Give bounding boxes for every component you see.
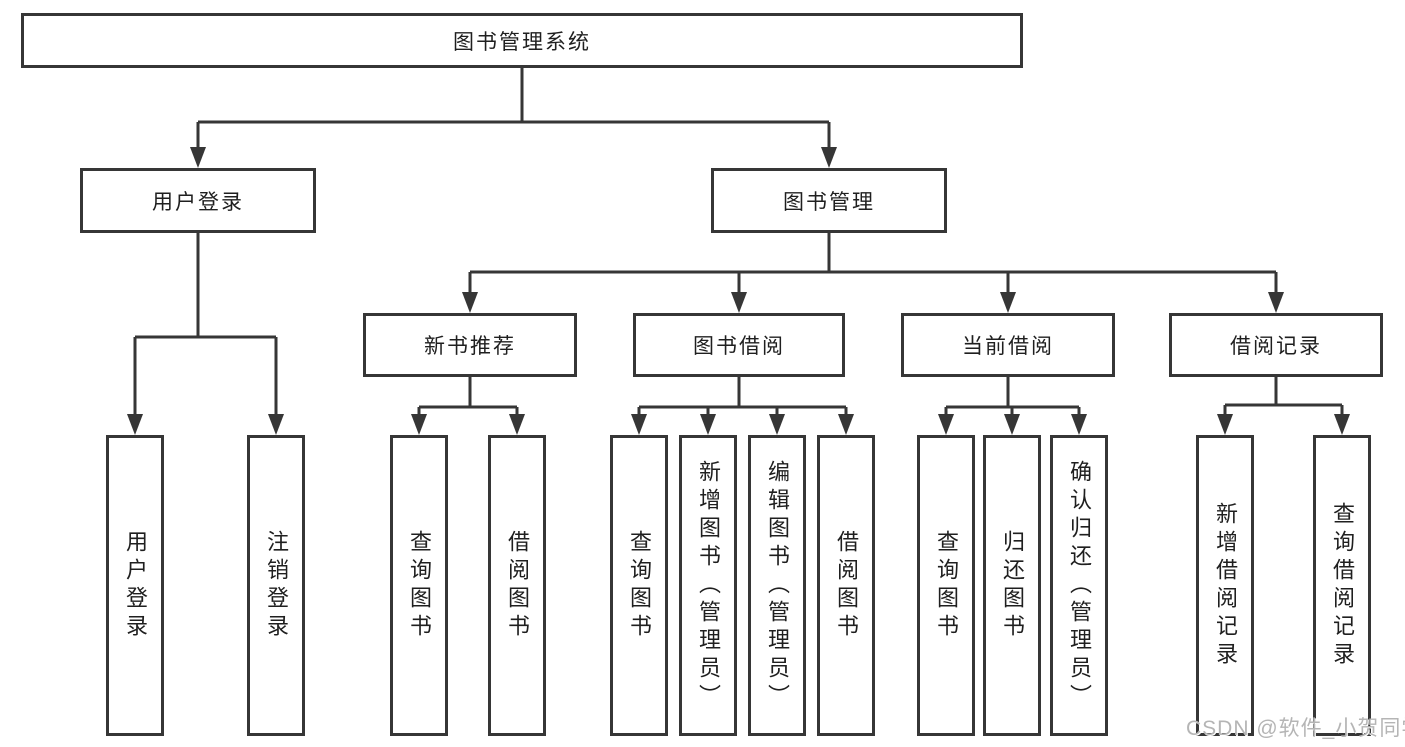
csdn-watermark: CSDN @软件_小贺同学 — [1186, 717, 1405, 740]
node-leaf-borrow-book: 借阅图书 — [817, 435, 875, 736]
edge-borrow-records-to-leaves — [1217, 376, 1350, 435]
node-library-system: 图书管理系统 — [21, 13, 1023, 68]
node-label: 查询借阅记录 — [1330, 501, 1355, 670]
node-label: 注销登录 — [264, 529, 289, 642]
node-leaf-borrow-book-rec: 借阅图书 — [488, 435, 546, 736]
node-leaf-query-book-borrow: 查询图书 — [610, 435, 668, 736]
node-label: 确认归还（管理员） — [1067, 459, 1092, 712]
node-leaf-return-book: 归还图书 — [983, 435, 1041, 736]
node-current-borrow: 当前借阅 — [901, 313, 1115, 377]
node-label: 归还图书 — [1000, 529, 1025, 642]
node-label: 新增图书（管理员） — [696, 459, 721, 712]
edge-user-login-to-leaves — [127, 232, 284, 435]
node-leaf-logout: 注销登录 — [247, 435, 305, 736]
node-borrow-records: 借阅记录 — [1169, 313, 1383, 377]
edge-root-to-level2 — [190, 68, 837, 168]
node-label: 查询图书 — [934, 529, 959, 642]
node-label: 借阅图书 — [834, 529, 859, 642]
node-label: 用户登录 — [123, 529, 148, 642]
node-leaf-query-book-rec: 查询图书 — [390, 435, 448, 736]
node-label: 借阅图书 — [505, 529, 530, 642]
node-leaf-add-borrow-record: 新增借阅记录 — [1196, 435, 1254, 736]
node-user-login-group: 用户登录 — [80, 168, 316, 233]
node-label: 编辑图书（管理员） — [765, 459, 790, 712]
node-leaf-confirm-return-admin: 确认归还（管理员） — [1050, 435, 1108, 736]
node-book-management: 图书管理 — [711, 168, 947, 233]
edge-book-borrow-to-leaves — [631, 376, 854, 435]
node-leaf-add-book-admin: 新增图书（管理员） — [679, 435, 737, 736]
node-leaf-user-login: 用户登录 — [106, 435, 164, 736]
edge-book-mgmt-to-level3 — [462, 232, 1284, 313]
node-leaf-edit-book-admin: 编辑图书（管理员） — [748, 435, 806, 736]
edge-current-borrow-to-leaves — [938, 376, 1087, 435]
node-label: 查询图书 — [407, 529, 432, 642]
node-label: 新增借阅记录 — [1213, 501, 1238, 670]
node-label: 查询图书 — [627, 529, 652, 642]
node-leaf-query-book-current: 查询图书 — [917, 435, 975, 736]
node-new-book-recommend: 新书推荐 — [363, 313, 577, 377]
node-leaf-query-borrow-record: 查询借阅记录 — [1313, 435, 1371, 736]
edge-new-book-rec-to-leaves — [411, 376, 525, 435]
node-book-borrow: 图书借阅 — [633, 313, 845, 377]
